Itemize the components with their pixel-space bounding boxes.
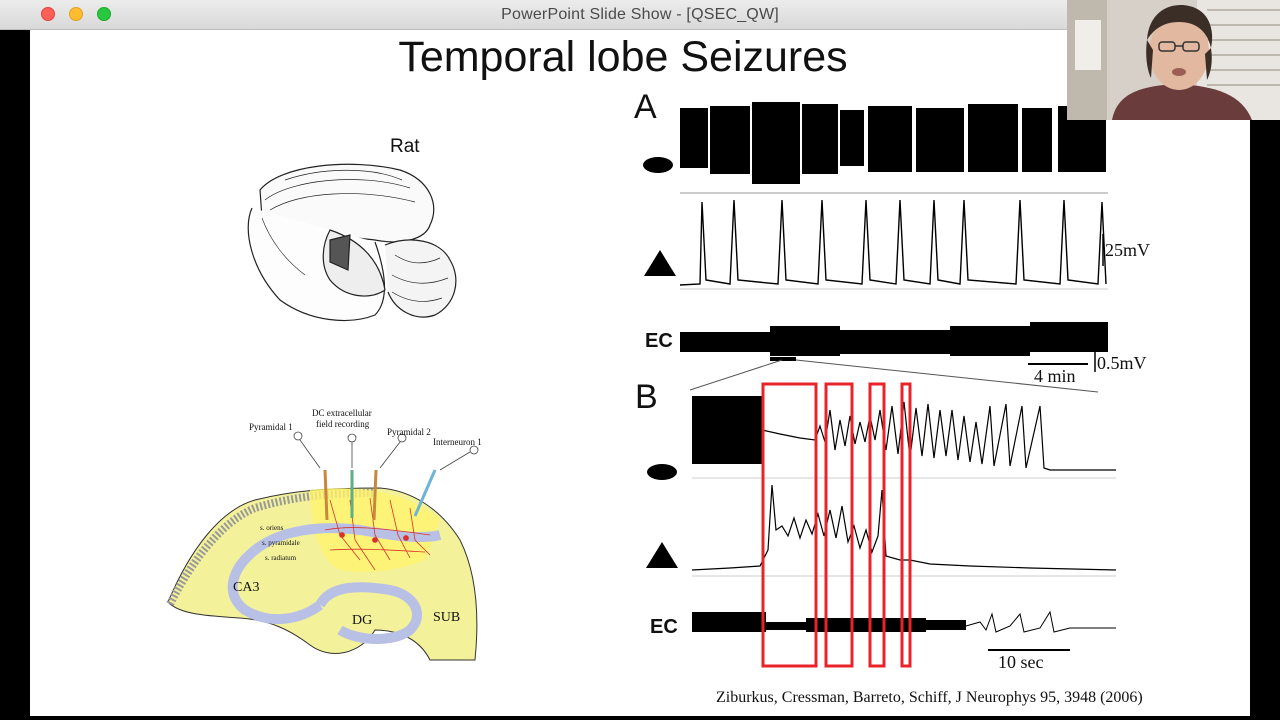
window-titlebar: PowerPoint Slide Show - [QSEC_QW] <box>0 0 1280 30</box>
panel-a-ec-label: EC <box>645 330 673 352</box>
s-radiatum-label: s. radiatum <box>265 554 297 562</box>
dc-recording-label-line1: DC extracellular <box>312 408 372 418</box>
pyramidal-1-label: Pyramidal 1 <box>249 422 293 432</box>
panel-b-scale-10sec: 10 sec <box>998 652 1044 672</box>
panel-b-ec-label: EC <box>650 616 678 638</box>
presenter-video-icon <box>1067 0 1280 120</box>
citation: Ziburkus, Cressman, Barreto, Schiff, J N… <box>716 689 1143 706</box>
s-pyramidale-label: s. pyramidale <box>262 539 300 547</box>
rat-label: Rat <box>390 136 420 157</box>
rat-brain-illustration <box>247 163 457 322</box>
slide-title: Temporal lobe Seizures <box>398 33 848 81</box>
slide-canvas[interactable]: Temporal lobe Seizures Rat <box>30 30 1250 716</box>
minimize-window-button[interactable] <box>69 7 83 21</box>
panel-b-letter: B <box>635 378 658 416</box>
presenter-webcam-overlay <box>1067 0 1280 120</box>
dg-label: DG <box>352 613 372 628</box>
pyramidal-cell-oval-icon-b <box>647 464 677 480</box>
panel-a-letter: A <box>634 88 657 126</box>
panel-a-scale-05mv: 0.5mV <box>1097 353 1147 373</box>
maximize-window-button[interactable] <box>97 7 111 21</box>
interneuron-triangle-icon <box>644 250 676 276</box>
seizure-highlight-boxes <box>761 382 912 668</box>
ca3-label: CA3 <box>233 580 259 595</box>
close-window-button[interactable] <box>41 7 55 21</box>
interneuron-triangle-icon-b <box>646 542 678 568</box>
interneuron-1-label: Interneuron 1 <box>433 437 482 447</box>
pyramidal-2-label: Pyramidal 2 <box>387 427 431 437</box>
panel-a-scale-4min: 4 min <box>1034 366 1076 386</box>
window-title: PowerPoint Slide Show - [QSEC_QW] <box>501 6 779 23</box>
dc-recording-label-line2: field recording <box>316 419 370 429</box>
sub-label: SUB <box>433 610 460 625</box>
s-oriens-label: s. oriens <box>260 524 284 532</box>
panel-a-scale-25mv: 25mV <box>1105 240 1150 260</box>
panel-b-traces <box>646 382 1117 668</box>
pyramidal-cell-oval-icon <box>643 157 673 173</box>
hippocampus-slice-diagram: Pyramidal 1 DC extracellular field recor… <box>166 408 482 661</box>
